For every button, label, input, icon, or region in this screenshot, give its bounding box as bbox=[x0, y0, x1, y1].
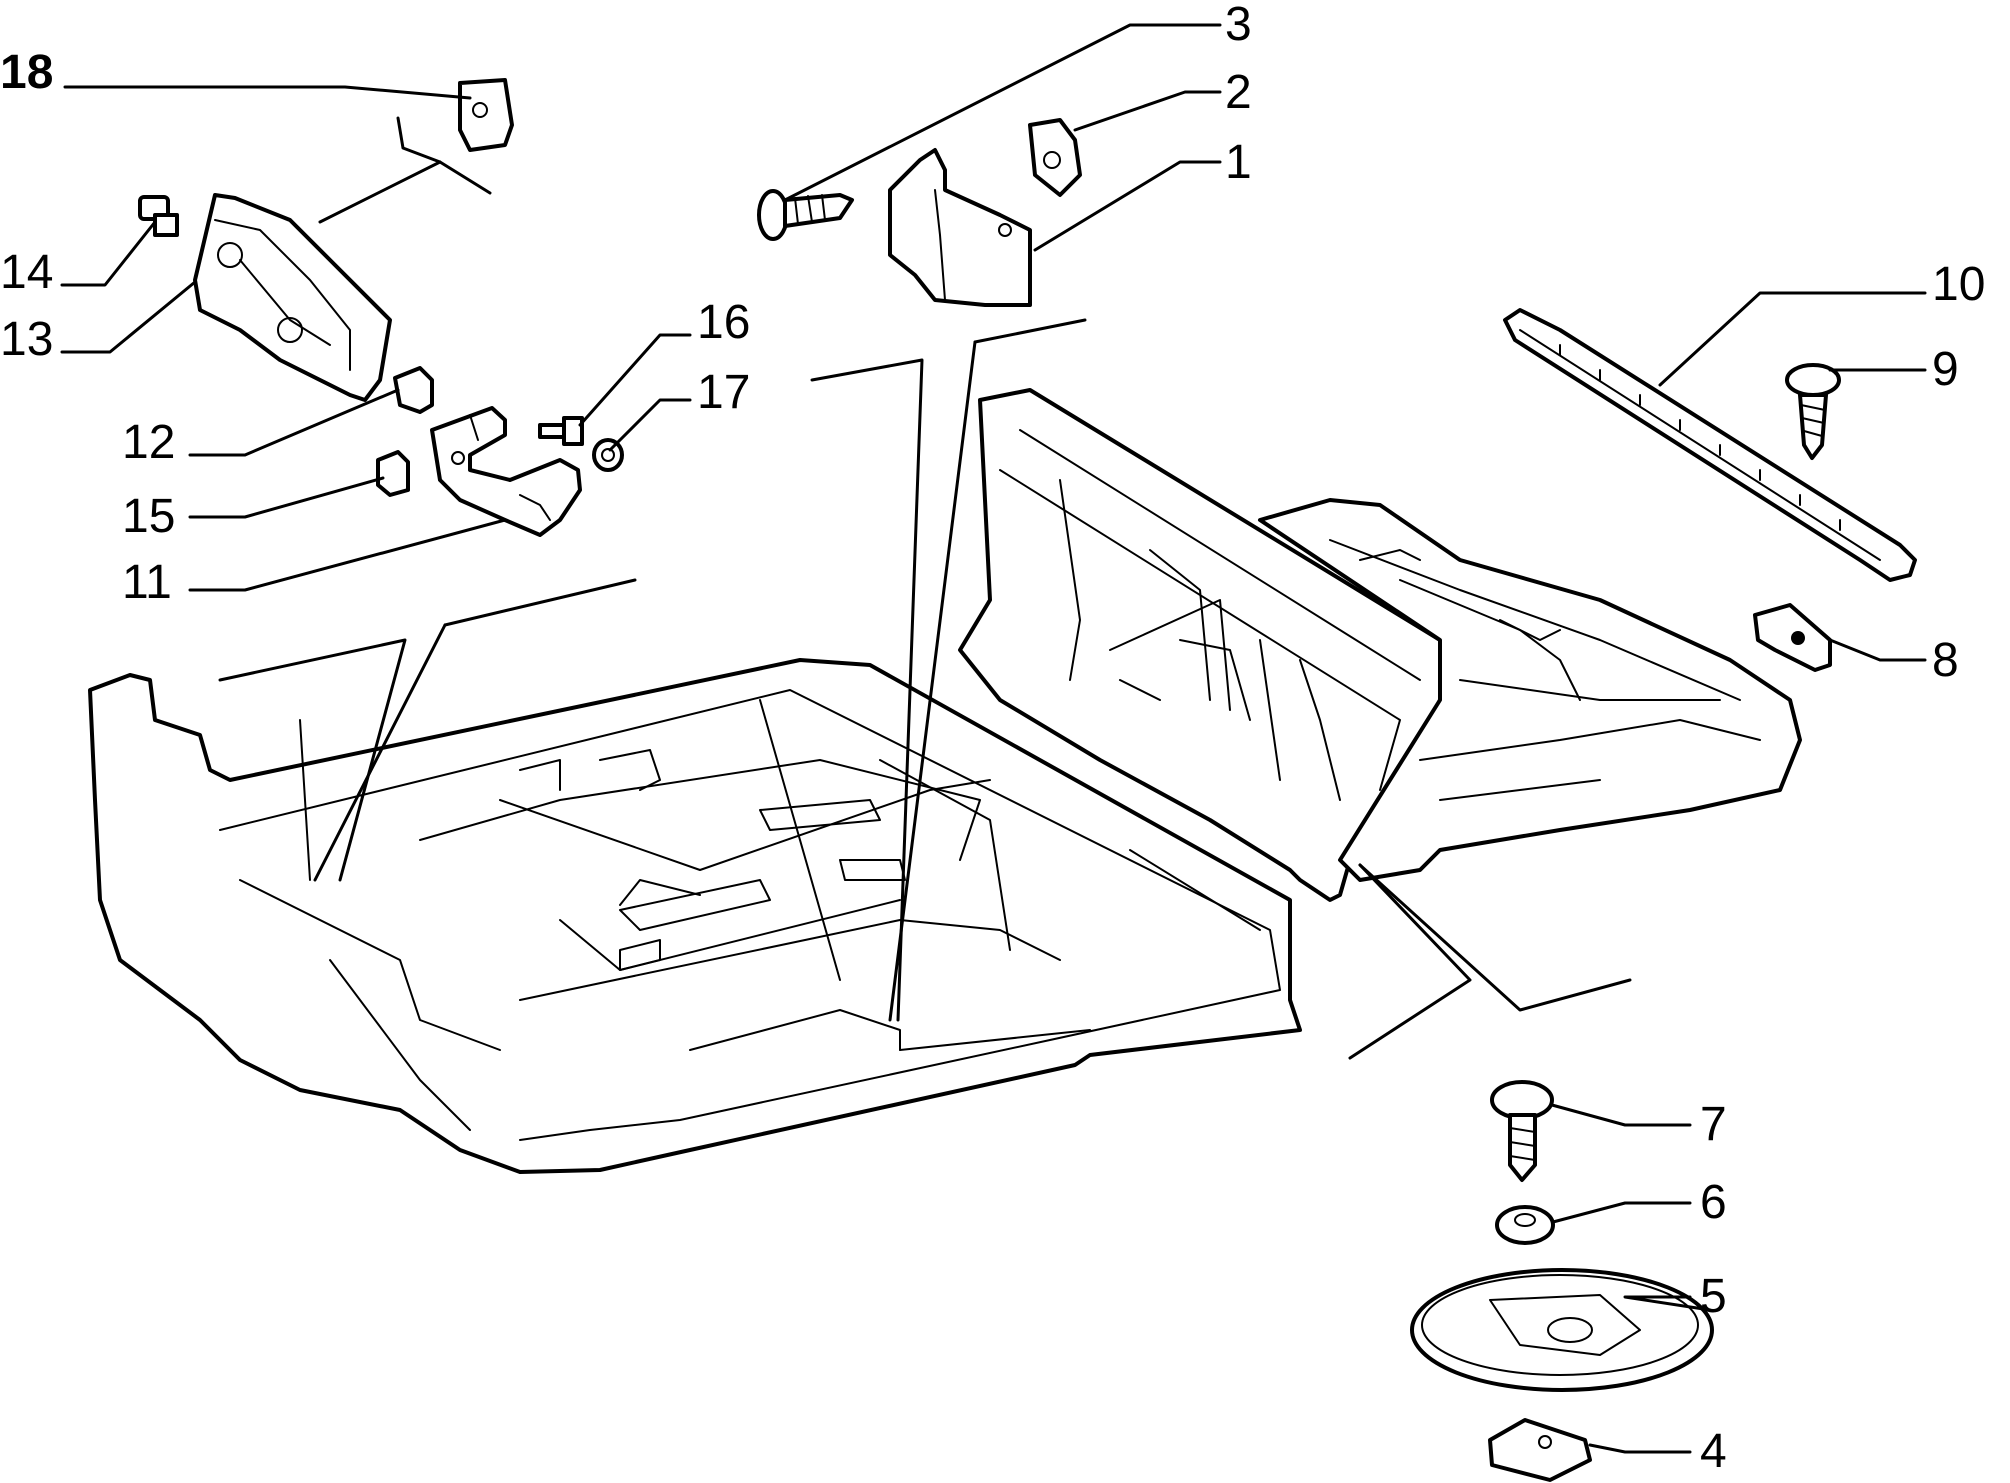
part-15-plug bbox=[376, 450, 410, 497]
callout-18: 18 bbox=[0, 46, 53, 99]
part-11-bracket bbox=[430, 406, 582, 537]
part-8-nut-clip bbox=[1753, 603, 1832, 672]
callout-12: 12 bbox=[122, 416, 175, 469]
callout-8: 8 bbox=[1932, 634, 1959, 687]
leader-lines bbox=[60, 23, 1927, 1454]
callout-15: 15 bbox=[122, 490, 175, 543]
callout-3: 3 bbox=[1225, 0, 1252, 51]
part-16-bolt bbox=[538, 416, 584, 446]
part-9-screw bbox=[1785, 363, 1841, 460]
callout-13: 13 bbox=[0, 313, 53, 366]
part-1-bracket bbox=[888, 148, 1032, 307]
callout-6: 6 bbox=[1700, 1176, 1727, 1229]
callout-17: 17 bbox=[697, 366, 750, 419]
part-13-bracket bbox=[193, 193, 392, 402]
callout-9: 9 bbox=[1932, 343, 1959, 396]
floor-pan bbox=[88, 388, 1802, 1174]
callout-14: 14 bbox=[0, 246, 53, 299]
callout-1: 1 bbox=[1225, 136, 1252, 189]
guide-lines bbox=[218, 116, 1632, 1060]
part-6-bushing bbox=[1495, 1205, 1555, 1245]
callout-11: 11 bbox=[122, 556, 172, 609]
callout-10: 10 bbox=[1932, 258, 1985, 311]
part-17-nut bbox=[592, 438, 624, 472]
callout-16: 16 bbox=[697, 296, 750, 349]
callout-7: 7 bbox=[1700, 1098, 1727, 1151]
part-4-pad bbox=[1488, 1418, 1592, 1482]
part-2-nut-clip bbox=[1028, 118, 1082, 197]
part-14-screw bbox=[138, 195, 179, 237]
callout-4: 4 bbox=[1700, 1425, 1727, 1478]
part-18-clip bbox=[458, 78, 514, 152]
callout-2: 2 bbox=[1225, 66, 1252, 119]
part-5-grommet bbox=[1410, 1268, 1714, 1392]
part-12-plug bbox=[393, 366, 434, 414]
part-7-bolt bbox=[1490, 1080, 1554, 1182]
callout-5: 5 bbox=[1700, 1270, 1727, 1323]
part-3-screw bbox=[757, 189, 854, 241]
part-10-rail bbox=[1503, 308, 1917, 582]
